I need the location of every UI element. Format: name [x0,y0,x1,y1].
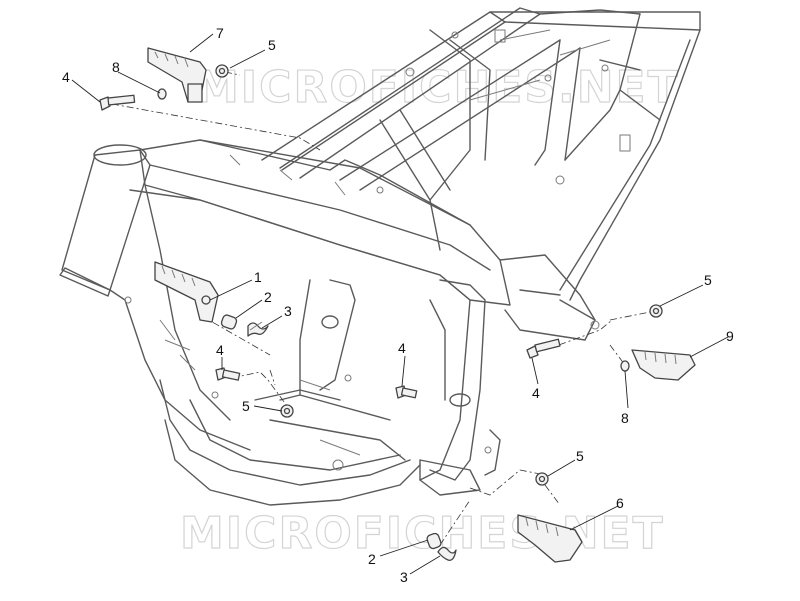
footpeg-left-mounted[interactable] [154,261,219,323]
footpeg-left-upper[interactable] [147,47,207,103]
spring-lower[interactable] [437,546,457,561]
callout-8-washer-right: 8 [621,410,629,426]
callout-4-bolt-left: 4 [216,342,224,358]
bolt-center[interactable] [395,385,418,399]
watermark-bottom: MICROFICHES.NET [180,508,665,559]
washer-right[interactable] [620,360,630,372]
callout-6-footpeg-lower: 6 [616,495,624,511]
footpeg-right[interactable] [631,349,696,381]
bolt-right[interactable] [526,338,561,359]
bolt-left[interactable] [215,367,241,381]
nut-lower[interactable] [535,472,549,486]
callout-2-pin-lower: 2 [368,551,376,567]
callout-4-bolt-right: 4 [532,385,540,401]
callout-5-nut-right: 5 [704,272,712,288]
nut-upper[interactable] [215,64,229,78]
assembly-lines [111,71,661,546]
pin-lower[interactable] [426,532,442,550]
spring-left[interactable] [247,321,269,337]
callout-3-spring-lower: 3 [400,569,408,585]
callout-4-bolt-center: 4 [398,340,406,356]
watermark-top: MICROFICHES.NET [195,62,680,113]
callout-8-washer-upper: 8 [112,59,120,75]
callout-5-nut-left: 5 [242,398,250,414]
callout-1-footpeg: 1 [254,269,262,285]
pin-left[interactable] [220,314,238,330]
callout-9-footpeg-right: 9 [726,328,734,344]
bolt-upper[interactable] [99,94,136,111]
callout-labels: 7 5 8 4 1 2 3 4 5 4 5 9 4 8 5 6 2 3 [62,25,734,585]
callout-3-spring: 3 [284,303,292,319]
callout-5-nut-lower: 5 [576,448,584,464]
callout-5-nut-upper: 5 [268,37,276,53]
main-frame [59,139,600,506]
nut-left[interactable] [280,404,294,418]
footpeg-lower[interactable] [517,514,583,563]
leader-lines [71,33,729,575]
callout-7-footpeg: 7 [216,25,224,41]
callout-4-bolt-upper: 4 [62,69,70,85]
rear-subframe [261,7,701,301]
callout-2-pin: 2 [264,289,272,305]
washer-upper[interactable] [157,88,167,100]
nut-right[interactable] [649,304,663,318]
